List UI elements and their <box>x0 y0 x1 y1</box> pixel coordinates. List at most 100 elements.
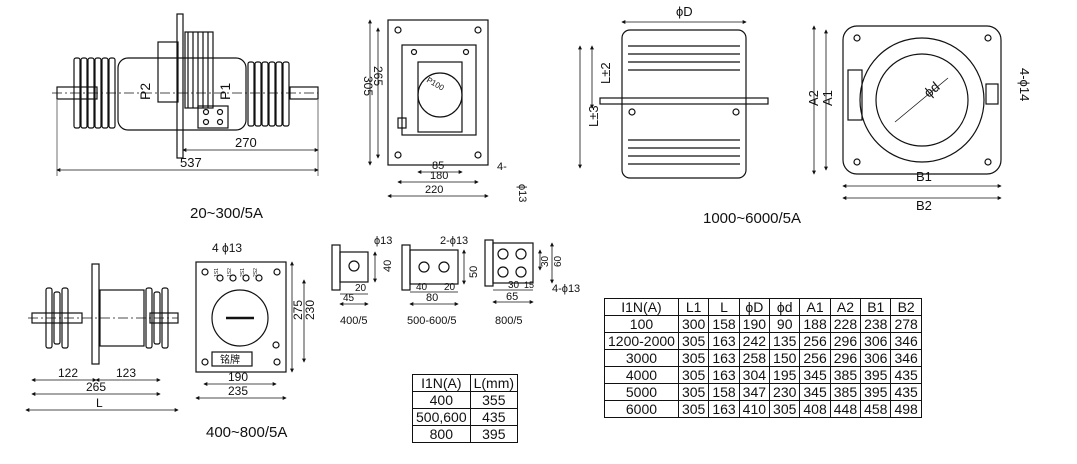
table-row: 4000 305 163 304 195 345 385 395 435 <box>604 366 922 384</box>
busbar-800-w1: 30 <box>508 280 520 291</box>
table-cell: 163 <box>708 332 740 350</box>
table-cell: 100 <box>604 315 679 333</box>
busbar-800-h2: 60 <box>553 255 564 267</box>
dim-270: 270 <box>235 135 257 150</box>
table-header-cell: ϕd <box>769 298 801 316</box>
busbar-500-offset2: 20 <box>444 282 456 293</box>
busbar-500-height: 50 <box>468 266 480 278</box>
table-cell: 228 <box>829 315 862 333</box>
table-row: 3000 305 163 258 150 256 296 306 346 <box>604 349 922 367</box>
busbar-500-offset1: 40 <box>416 282 428 293</box>
spec-table: I1N(A) L1 L ϕD ϕd A1 A2 B1 B2 100 300 15… <box>604 298 922 418</box>
table-cell: 135 <box>769 332 801 350</box>
dim-537: 537 <box>180 155 202 170</box>
l-pm3: L±3 <box>586 105 601 127</box>
table-row: 1200-2000 305 163 242 135 256 296 306 34… <box>604 332 922 350</box>
view-large-ct-side <box>578 20 769 179</box>
table-cell: 305 <box>677 332 710 350</box>
b2-label: B2 <box>916 198 932 213</box>
hole-dia: ϕ13 <box>516 184 528 202</box>
dim-l: L <box>96 396 103 410</box>
table-cell: 230 <box>769 383 801 401</box>
table-cell: 435 <box>890 366 922 384</box>
phi-d-outer: ϕD <box>676 4 693 19</box>
table-cell: 498 <box>890 400 922 418</box>
table-cell: 410 <box>738 400 771 418</box>
table-header-cell: ϕD <box>738 298 771 316</box>
caption-mid-range: 400~800/5A <box>206 424 288 441</box>
busbar-800-h1: 30 <box>540 255 551 267</box>
table-cell: 163 <box>708 400 740 418</box>
table-cell: 395 <box>860 383 892 401</box>
table-header-cell: L(mm) <box>469 374 519 392</box>
dim-190: 190 <box>228 370 248 384</box>
table-cell: 90 <box>769 315 801 333</box>
table-cell: 304 <box>738 366 771 384</box>
view-mid-ct-side <box>25 263 179 412</box>
dim-85: 85 <box>432 160 444 172</box>
busbar-400-offset: 20 <box>355 283 367 294</box>
table-cell: 345 <box>799 383 831 401</box>
table-cell: 346 <box>890 332 922 350</box>
table-cell: 258 <box>738 349 771 367</box>
table-cell: 163 <box>708 349 740 367</box>
table-header-cell: L <box>708 298 740 316</box>
table-cell: 458 <box>860 400 892 418</box>
table-cell: 305 <box>677 366 710 384</box>
busbar-800-width: 65 <box>506 291 518 303</box>
table-cell: 306 <box>860 349 892 367</box>
p1-label: P1 <box>217 83 233 100</box>
dial-label: P100 <box>425 75 446 92</box>
table-cell: 346 <box>890 349 922 367</box>
right-ribs <box>247 61 290 127</box>
terminal-label: 2S2 <box>253 268 259 277</box>
terminal-label: 2S1 <box>240 268 246 277</box>
nameplate-label: 铭牌 <box>220 353 240 366</box>
b1-label: B1 <box>916 169 932 184</box>
table-row: 5000 305 158 347 230 345 385 395 435 <box>604 383 922 401</box>
table-cell: 238 <box>860 315 892 333</box>
caption-large-range: 1000~6000/5A <box>703 210 802 227</box>
left-ribs <box>73 57 116 129</box>
table-cell: 256 <box>799 332 831 350</box>
table-cell: 385 <box>829 366 862 384</box>
table-cell: 800 <box>412 425 471 443</box>
table-header-cell: I1N(A) <box>604 298 679 316</box>
a2-label: A2 <box>806 90 821 106</box>
table-header-cell: B2 <box>890 298 922 316</box>
busbar-500-width: 80 <box>426 292 438 304</box>
table-cell: 395 <box>860 366 892 384</box>
table-cell: 305 <box>677 349 710 367</box>
table-cell: 345 <box>799 366 831 384</box>
dim-220: 220 <box>425 184 443 196</box>
table-row: 500,600 435 <box>412 408 519 426</box>
table-cell: 347 <box>738 383 771 401</box>
table-cell: 242 <box>738 332 771 350</box>
dim-275: 275 <box>291 300 305 320</box>
table-cell: 305 <box>769 400 801 418</box>
dim-180: 180 <box>430 170 448 182</box>
table-header-cell: B1 <box>860 298 892 316</box>
table-cell: 190 <box>738 315 771 333</box>
table-cell: 306 <box>860 332 892 350</box>
table-row: 800 395 <box>412 425 519 443</box>
table-cell: 195 <box>769 366 801 384</box>
busbar-400-width: 45 <box>343 293 355 304</box>
p2-label: P2 <box>137 83 153 100</box>
busbar-detail-800 <box>484 239 554 304</box>
hole-count: 4- <box>497 161 507 173</box>
table-cell: 163 <box>708 366 740 384</box>
table-cell: 158 <box>708 315 740 333</box>
table-cell: 296 <box>829 332 862 350</box>
dim-305: 305 <box>361 76 375 96</box>
busbar-500-caption: 500-600/5 <box>407 315 457 327</box>
table-cell: 300 <box>677 315 710 333</box>
table-cell: 5000 <box>604 383 679 401</box>
table-header-row: I1N(A) L1 L ϕD ϕd A1 A2 B1 B2 <box>604 298 922 316</box>
table-header-row: I1N(A) L(mm) <box>412 374 519 392</box>
table-cell: 355 <box>469 391 519 409</box>
terminal-label: 1S2 <box>227 268 233 277</box>
table-cell: 500,600 <box>412 408 471 426</box>
table-cell: 6000 <box>604 400 679 418</box>
